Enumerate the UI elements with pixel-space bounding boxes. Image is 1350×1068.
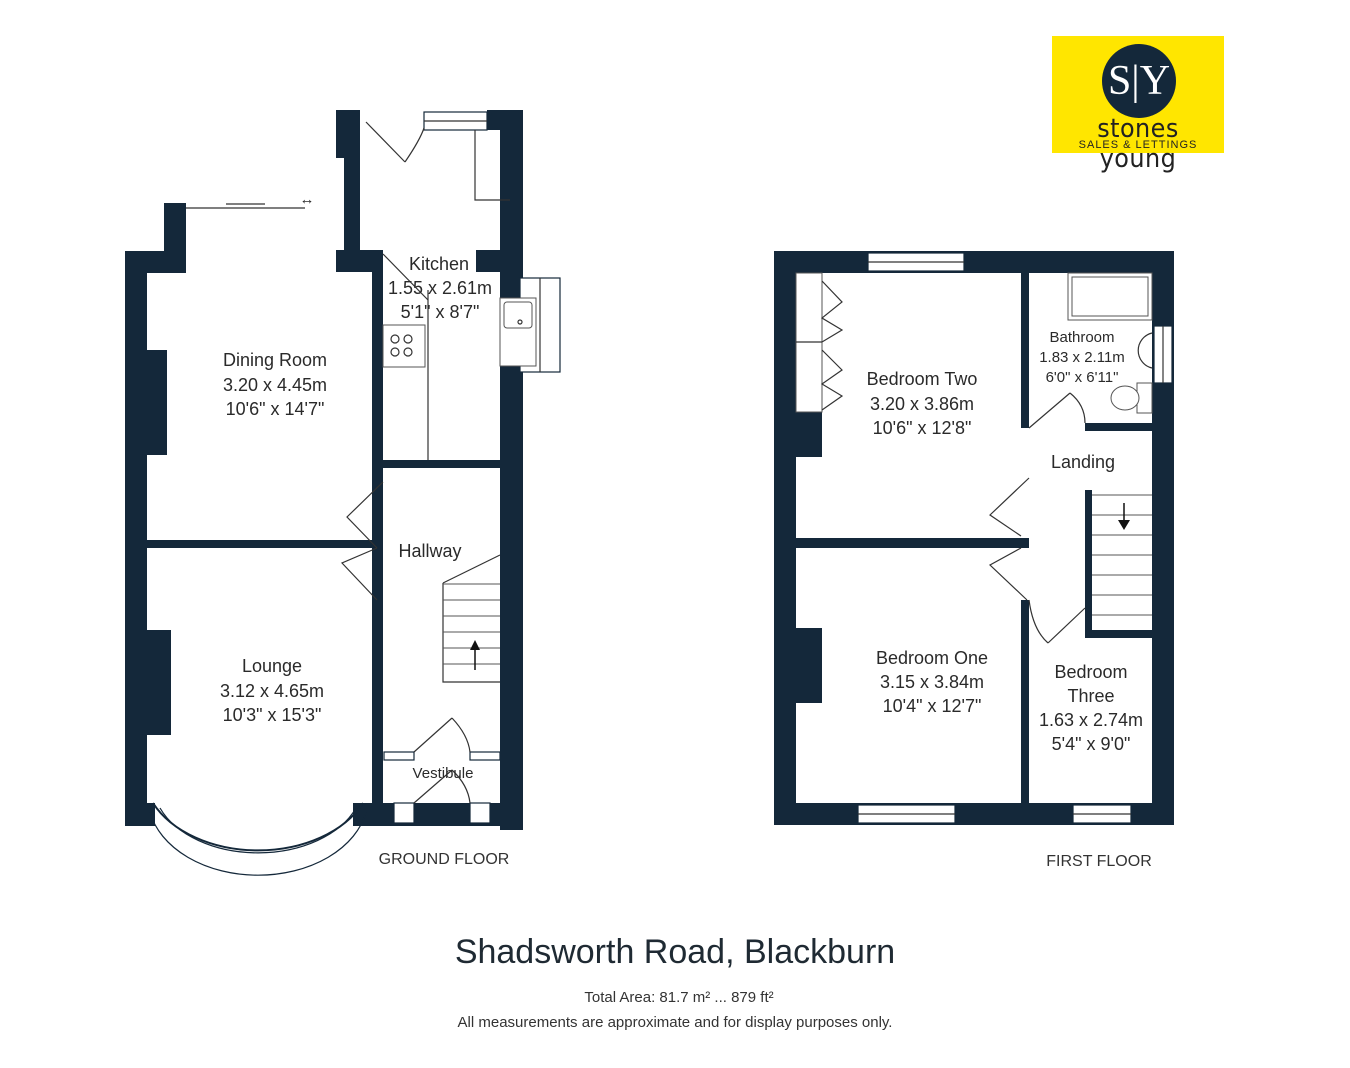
bedroom-three-label-line2: Three [1067, 686, 1114, 706]
logo-tagline: SALES & LETTINGS [1078, 139, 1198, 151]
kitchen-metric: 1.55 x 2.61m [388, 278, 492, 298]
bathroom-imperial: 6'0" x 6'11" [1046, 369, 1119, 386]
bedroom-two-label: Bedroom Two [867, 369, 978, 389]
logo-monogram: S|Y [1102, 44, 1176, 118]
bedroom-three-label: Bedroom [1054, 662, 1127, 682]
bedroom-two-imperial: 10'6" x 12'8" [873, 418, 972, 438]
lounge-label: Lounge [242, 656, 302, 676]
disclaimer: All measurements are approximate and for… [457, 1014, 893, 1031]
first-floor-label: FIRST FLOOR [1046, 853, 1152, 870]
svg-text:↔: ↔ [300, 191, 315, 208]
bedroom-one-label: Bedroom One [876, 648, 988, 668]
dining-room-label: Dining Room [223, 350, 327, 370]
vestibule-label: Vestibule [413, 765, 474, 782]
lounge-imperial: 10'3" x 15'3" [223, 705, 322, 725]
landing-label: Landing [1051, 452, 1115, 472]
ground-floor-label: GROUND FLOOR [379, 851, 510, 868]
total-area: Total Area: 81.7 m² ... 879 ft² [584, 989, 774, 1006]
agency-logo: S|Y stones young SALES & LETTINGS [1052, 36, 1224, 174]
dining-room-metric: 3.20 x 4.45m [223, 375, 327, 395]
first-floor-plan [774, 251, 1174, 825]
hallway-label: Hallway [398, 541, 461, 561]
logo-name: stones young [1097, 114, 1179, 174]
bedroom-two-metric: 3.20 x 3.86m [870, 394, 974, 414]
property-title: Shadsworth Road, Blackburn [454, 933, 896, 971]
bathroom-label: Bathroom [1049, 329, 1114, 346]
kitchen-imperial: 5'1" x 8'7" [401, 302, 480, 322]
ground-floor-plan: ↔ [125, 110, 561, 876]
bedroom-three-imperial: 5'4" x 9'0" [1052, 734, 1131, 754]
bedroom-three-metric: 1.63 x 2.74m [1039, 710, 1143, 730]
kitchen-label: Kitchen [409, 254, 469, 274]
bedroom-one-imperial: 10'4" x 12'7" [883, 696, 982, 716]
dining-room-imperial: 10'6" x 14'7" [226, 399, 325, 419]
lounge-metric: 3.12 x 4.65m [220, 681, 324, 701]
bedroom-one-metric: 3.15 x 3.84m [880, 672, 984, 692]
bathroom-metric: 1.83 x 2.11m [1039, 349, 1125, 366]
